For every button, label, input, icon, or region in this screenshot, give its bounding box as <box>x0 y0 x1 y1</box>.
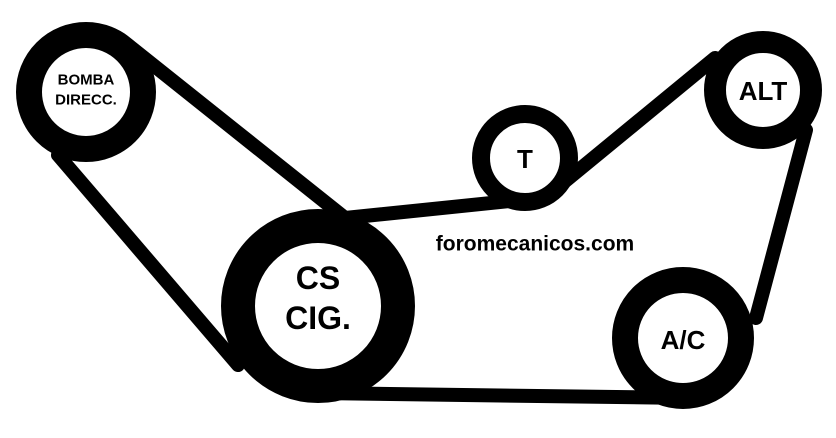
belt-segment-ac-to-cs <box>311 386 695 405</box>
pulley-cs-label-line1: CS <box>296 260 340 296</box>
pulley-bomba-label-line1: BOMBA <box>58 72 115 89</box>
pulley-alt-label: ALT <box>739 76 788 106</box>
belt-segment-cs-to-tensor <box>338 193 527 225</box>
pulley-ac-label: A/C <box>661 325 706 355</box>
belt <box>51 38 813 405</box>
pulley-cs-label-line2: CIG. <box>285 300 351 336</box>
pulley-cs-cig: CS CIG. <box>221 209 415 403</box>
belt-segment-bomba-to-cs-lower <box>51 148 245 372</box>
pulley-tensor: T <box>472 105 578 211</box>
pulley-tensor-label: T <box>517 144 533 174</box>
watermark-text: foromecanicos.com <box>436 233 634 256</box>
belt-segment-tensor-to-alt <box>545 51 722 199</box>
pulley-alt: ALT <box>704 31 822 149</box>
pulley-bomba-direcc: BOMBA DIRECC. <box>16 22 156 162</box>
belt-segment-bomba-to-cs-upper <box>121 38 352 225</box>
pulley-ac: A/C <box>612 267 754 409</box>
pulley-bomba-label-line2: DIRECC. <box>55 92 117 109</box>
belt-segment-alt-to-ac <box>749 123 813 325</box>
